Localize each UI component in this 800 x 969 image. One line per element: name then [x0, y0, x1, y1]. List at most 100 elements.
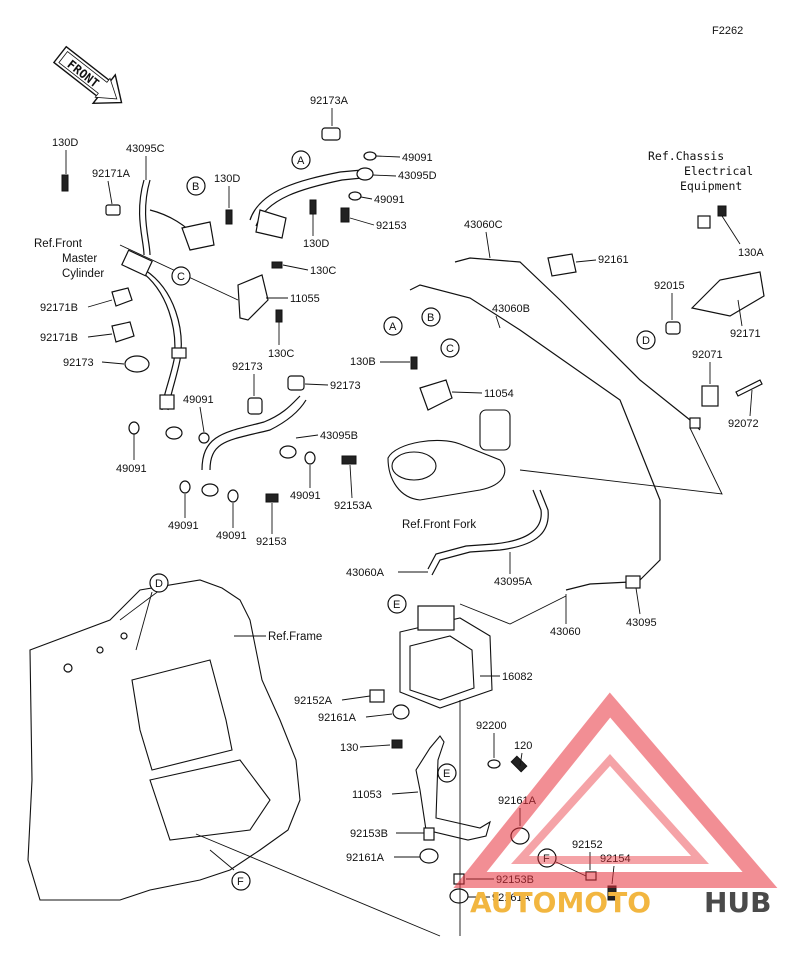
- hose-joint: [255, 209, 287, 239]
- label-49091-3: 49091: [183, 394, 214, 406]
- clip-92171b-2: [111, 321, 135, 343]
- hose-collar: [171, 347, 187, 359]
- ref-chassis-line1: Ref.Chassis: [648, 149, 724, 163]
- clip-92171a: [105, 204, 121, 216]
- label-92171b-1: 92171B: [40, 302, 78, 314]
- label-43060c: 43060C: [464, 219, 503, 231]
- bolt-92153-1: [340, 207, 350, 223]
- ref-front-fork: Ref.Front Fork: [402, 519, 476, 531]
- label-120: 120: [514, 740, 532, 752]
- clip-92171b-1: [111, 287, 133, 307]
- label-92072: 92072: [728, 418, 759, 430]
- ref-master-line1: Ref.Front: [34, 238, 83, 250]
- watermark-logo-icon: [453, 692, 778, 888]
- bracket-92171: [690, 271, 765, 317]
- pipe-43060: [565, 581, 631, 591]
- label-92171a: 92171A: [92, 168, 131, 180]
- banjo-lower: [201, 483, 219, 497]
- label-92173-1: 92173: [63, 357, 94, 369]
- washer-49091-3: [128, 421, 140, 435]
- bolt-120: [510, 755, 528, 773]
- label-11054: 11054: [484, 388, 514, 400]
- callout-e-lower: E: [437, 763, 457, 783]
- watermark-text-2: HUB: [704, 886, 772, 919]
- label-43095c: 43095C: [126, 143, 165, 155]
- grommet-92161a-3: [419, 848, 439, 864]
- washer-92200: [487, 759, 501, 769]
- washer-49091-1: [363, 151, 377, 161]
- label-92161a-3: 92161A: [346, 852, 385, 864]
- front-arrow-icon: FRONT: [52, 45, 123, 104]
- bolt-130d-3: [309, 199, 317, 215]
- connector: [697, 215, 711, 229]
- label-92153-1: 92153: [376, 220, 407, 232]
- label-49091-5: 49091: [290, 490, 321, 502]
- grommet-92161a-4: [449, 888, 469, 904]
- bolt-130c-2: [275, 309, 283, 323]
- washer-49091-6: [179, 480, 191, 494]
- frame-edge: [119, 589, 161, 621]
- banjo-43095d: [356, 167, 374, 181]
- hose-43095d: [249, 169, 363, 221]
- label-92161a-4: 92161A: [492, 892, 531, 904]
- label-43095b: 43095B: [320, 430, 358, 442]
- abs-unit-face: [409, 635, 475, 701]
- label-43095d: 43095D: [398, 170, 437, 182]
- label-130c-1: 130C: [310, 265, 336, 277]
- label-11053: 11053: [352, 789, 382, 801]
- hose-43095b-b: [201, 395, 301, 471]
- washer-49091-5: [304, 451, 316, 465]
- callout-c-upper: C: [171, 266, 191, 286]
- label-92161a-1: 92161A: [318, 712, 357, 724]
- label-92153a-1: 92153A: [334, 500, 373, 512]
- callout-c-lower: C: [440, 338, 460, 358]
- tie-92072: [735, 379, 763, 397]
- frame-hole: [96, 646, 104, 654]
- leader: [135, 591, 153, 651]
- label-92015: 92015: [654, 280, 685, 292]
- part-92071: [701, 385, 719, 407]
- label-92153-2: 92153: [256, 536, 287, 548]
- callout-f-left: F: [231, 871, 251, 891]
- label-16082: 16082: [502, 671, 533, 683]
- label-49091-2: 49091: [374, 194, 405, 206]
- callout-f-right: F: [537, 848, 557, 868]
- callout-a-lower: A: [383, 316, 403, 336]
- callout-b-lower: B: [421, 307, 441, 327]
- label-130c-2: 130C: [268, 348, 294, 360]
- svg-text:B: B: [427, 312, 434, 324]
- label-92153b-1: 92153B: [350, 828, 388, 840]
- callout-d-upper: D: [636, 330, 656, 350]
- washer-49091-7: [227, 489, 239, 503]
- ref-chassis-line3: Equipment: [680, 179, 742, 193]
- leader: [459, 595, 567, 625]
- label-92171b-2: 92171B: [40, 332, 78, 344]
- grommet-92161a-1: [392, 704, 410, 720]
- grommet-92173-3: [287, 375, 305, 391]
- label-43095a: 43095A: [494, 576, 533, 588]
- frame-hole: [63, 663, 73, 673]
- leader: [195, 833, 441, 937]
- grommet-92015: [665, 321, 681, 335]
- frame-lower-section: [149, 759, 271, 841]
- label-92200: 92200: [476, 720, 507, 732]
- callout-d-lower: D: [149, 573, 169, 593]
- svg-text:E: E: [393, 599, 400, 611]
- hose-43095b: [209, 399, 307, 471]
- label-92161-1: 92161: [598, 254, 629, 266]
- clamp-92161: [547, 253, 577, 277]
- callout-a-upper: A: [291, 150, 311, 170]
- label-49091-4: 49091: [116, 463, 147, 475]
- svg-text:C: C: [177, 271, 185, 283]
- bolt-130d-2: [225, 209, 233, 225]
- bolt-130c-1: [271, 261, 283, 269]
- watermark-logo: AUTOMOTO HUB: [453, 692, 778, 919]
- banjo-fitting: [121, 249, 153, 277]
- bolt-92153b-1: [423, 827, 435, 841]
- banjo-left: [165, 426, 183, 440]
- pipe-joint: [689, 417, 701, 429]
- label-43095: 43095: [626, 617, 657, 629]
- hose-43095c-upper-b: [138, 179, 145, 256]
- label-92173-3: 92173: [330, 380, 361, 392]
